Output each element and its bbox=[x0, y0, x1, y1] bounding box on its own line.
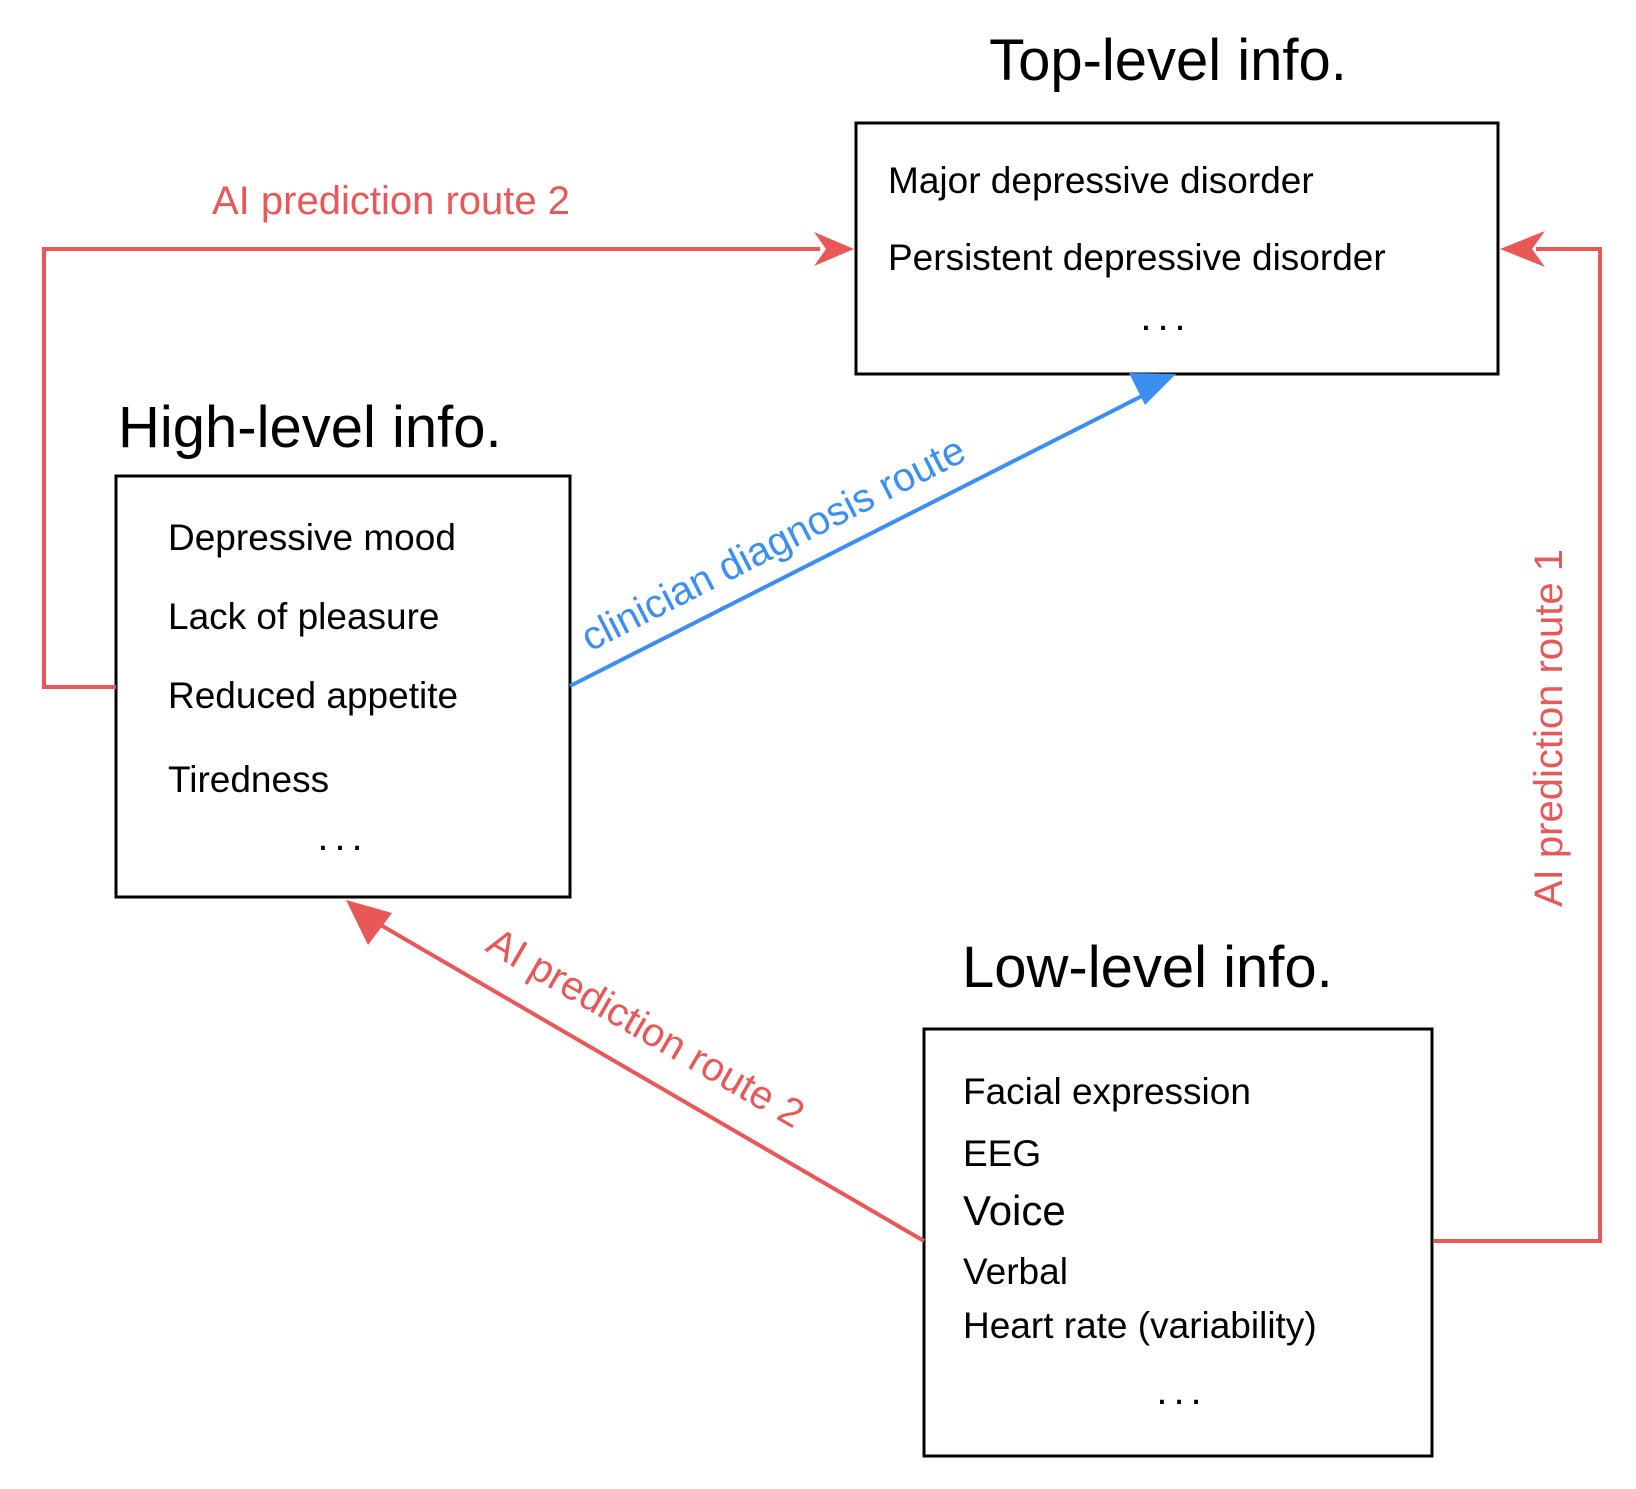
low-level-box bbox=[922, 1027, 1434, 1458]
ai-route-2-diagonal-label: AI prediction route 2 bbox=[480, 920, 812, 1137]
ai-route-2-top-label: AI prediction route 2 bbox=[212, 179, 570, 223]
ai-route-1-label: AI prediction route 1 bbox=[1527, 549, 1571, 907]
high-level-ellipsis: ... bbox=[317, 815, 368, 859]
ai-route-1-arrowhead bbox=[1500, 231, 1545, 267]
ai-route-2-diagonal-arrow-line bbox=[370, 918, 926, 1243]
low-level-ellipsis: ... bbox=[1156, 1369, 1207, 1413]
low-level-heading: Low-level info. bbox=[962, 935, 1333, 1000]
low-level-item: Heart rate (variability) bbox=[963, 1305, 1317, 1346]
high-level-item: Reduced appetite bbox=[168, 675, 458, 716]
ai-route-1-arrow-line bbox=[1434, 247, 1602, 1243]
low-level-item: Voice bbox=[963, 1187, 1066, 1234]
top-level-item: Persistent depressive disorder bbox=[888, 237, 1386, 278]
high-level-heading: High-level info. bbox=[118, 395, 502, 460]
clinician-route-label: clinician diagnosis route bbox=[574, 428, 972, 660]
top-level-item: Major depressive disorder bbox=[888, 160, 1314, 201]
ai-route-2-diagonal-arrowhead bbox=[346, 900, 392, 945]
top-level-box bbox=[854, 121, 1500, 376]
top-level-ellipsis: ... bbox=[1140, 295, 1191, 339]
low-level-item: Facial expression bbox=[963, 1071, 1251, 1112]
low-level-item: Verbal bbox=[963, 1251, 1068, 1292]
high-level-item: Lack of pleasure bbox=[168, 596, 440, 637]
high-level-item: Depressive mood bbox=[168, 517, 456, 558]
ai-route-2-top-arrow-line bbox=[42, 247, 820, 689]
clinician-route-arrowhead bbox=[1129, 373, 1176, 405]
low-level-item: EEG bbox=[963, 1133, 1041, 1174]
ai-route-2-top-arrowhead bbox=[814, 232, 854, 266]
clinician-route-arrow-line bbox=[569, 390, 1151, 688]
top-level-heading: Top-level info. bbox=[989, 28, 1347, 93]
high-level-item: Tiredness bbox=[168, 759, 329, 800]
